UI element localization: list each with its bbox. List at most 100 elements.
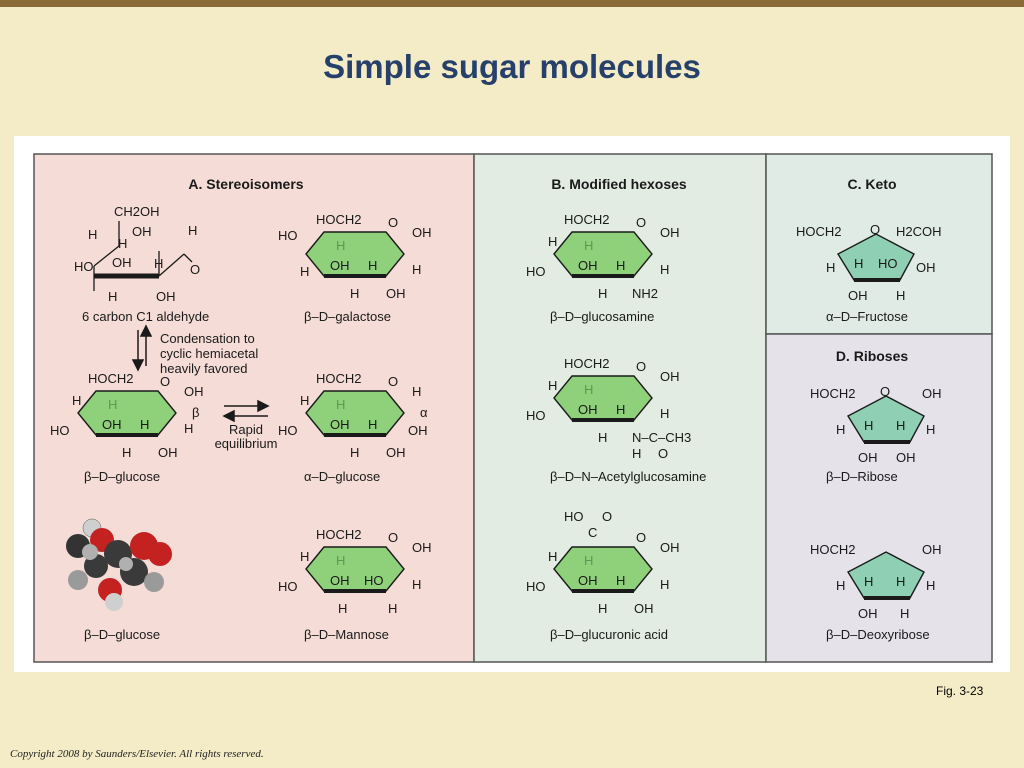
gal-o: O bbox=[388, 215, 398, 230]
linear-ho: HO bbox=[74, 259, 94, 274]
ag-h-inner: H bbox=[336, 397, 345, 412]
linear-aldehyde-structure: CH2OH OH H H H HO OH H O H OH bbox=[74, 204, 200, 304]
ag-hoch2: HOCH2 bbox=[316, 371, 362, 386]
gal-oh-top: OH bbox=[412, 225, 432, 240]
beta-glucose-ring: HOCH2 O OH H H HO OH H H β H OH bbox=[50, 371, 204, 460]
caption-ribose: β–D–Ribose bbox=[826, 469, 898, 484]
bg-h-right: H bbox=[184, 421, 193, 436]
bg-hoch2: HOCH2 bbox=[88, 371, 134, 386]
heading-stereoisomers: A. Stereoisomers bbox=[188, 176, 303, 192]
gua-h-inner: H bbox=[584, 553, 593, 568]
nag-h-right: H bbox=[660, 406, 669, 421]
nag-oh-inner: OH bbox=[578, 402, 598, 417]
caption-fructose: α–D–Fructose bbox=[826, 309, 908, 324]
equilibrium-arrows bbox=[222, 399, 270, 423]
gam-ho: HO bbox=[526, 264, 546, 279]
caption-space-filling: β–D–glucose bbox=[84, 627, 160, 642]
gua-oh-top: OH bbox=[660, 540, 680, 555]
fru-o: O bbox=[870, 222, 880, 237]
caption-linear-aldehyde: 6 carbon C1 aldehyde bbox=[82, 309, 209, 324]
glucuronic-acid-ring: HO C O O OH H H HO OH H H H OH bbox=[526, 509, 680, 616]
caption-acetylglucosamine: β–D–N–Acetylglucosamine bbox=[550, 469, 706, 484]
dri-oh-bottom: OH bbox=[858, 606, 878, 621]
gua-h-left: H bbox=[548, 549, 557, 564]
equilibrium-line-1: Rapid bbox=[229, 422, 263, 437]
fru-h2coh: H2COH bbox=[896, 224, 942, 239]
man-oh-inner: OH bbox=[330, 573, 350, 588]
caption-mannose: β–D–Mannose bbox=[304, 627, 389, 642]
gam-h-left: H bbox=[548, 234, 557, 249]
figure-frame: A. Stereoisomers B. Modified hexoses C. … bbox=[14, 136, 1010, 672]
bg-o: O bbox=[160, 374, 170, 389]
caption-galactose: β–D–galactose bbox=[304, 309, 391, 324]
rib-h-inner: H bbox=[864, 418, 873, 433]
bg-h-left: H bbox=[72, 393, 81, 408]
heading-modified-hexoses: B. Modified hexoses bbox=[551, 176, 687, 192]
gal-h-inner: H bbox=[336, 238, 345, 253]
linear-ch2oh: CH2OH bbox=[114, 204, 160, 219]
rib-h-right: H bbox=[926, 422, 935, 437]
gam-h-inner2: H bbox=[616, 258, 625, 273]
man-o: O bbox=[388, 530, 398, 545]
gam-hoch2: HOCH2 bbox=[564, 212, 610, 227]
glucosamine-ring: HOCH2 O OH H H HO OH H H H NH2 bbox=[526, 212, 680, 301]
ag-h-left: H bbox=[300, 393, 309, 408]
dri-h-bottom: H bbox=[900, 606, 909, 621]
copyright-notice: Copyright 2008 by Saunders/Elsevier. All… bbox=[10, 748, 264, 760]
condensation-line-3: heavily favored bbox=[160, 361, 247, 376]
linear-h3: H bbox=[154, 256, 163, 271]
caption-glucosamine: β–D–glucosamine bbox=[550, 309, 654, 324]
top-accent-bar bbox=[0, 0, 1024, 7]
gal-oh-bottom: OH bbox=[386, 286, 406, 301]
gal-h-bottom: H bbox=[350, 286, 359, 301]
ag-oh-bottom: OH bbox=[386, 445, 406, 460]
ribose-ring: HOCH2 O OH H H H H OH OH bbox=[810, 384, 942, 465]
bg-h-inner2: H bbox=[140, 417, 149, 432]
dri-h-inner2: H bbox=[896, 574, 905, 589]
gua-h-right: H bbox=[660, 577, 669, 592]
man-ho-left: HO bbox=[278, 579, 298, 594]
caption-beta-glucose: β–D–glucose bbox=[84, 469, 160, 484]
gam-oh-top: OH bbox=[660, 225, 680, 240]
galactose-ring: HOCH2 O OH HO H H OH H H H OH bbox=[278, 212, 432, 301]
dri-h-inner: H bbox=[864, 574, 873, 589]
man-hoch2: HOCH2 bbox=[316, 527, 362, 542]
linear-o: O bbox=[190, 262, 200, 277]
gam-o: O bbox=[636, 215, 646, 230]
gal-h-left: H bbox=[300, 264, 309, 279]
fru-h-inner: H bbox=[854, 256, 863, 271]
gam-h-bottom: H bbox=[598, 286, 607, 301]
gua-oh-bottom: OH bbox=[634, 601, 654, 616]
fructose-ring: HOCH2 O H2COH H H HO OH OH H bbox=[796, 222, 942, 303]
space-filling-glucose-model bbox=[66, 518, 172, 611]
gam-h-right: H bbox=[660, 262, 669, 277]
gua-carboxyl-c: C bbox=[588, 525, 597, 540]
acetylglucosamine-ring: HOCH2 O OH H H HO OH H H H N–C–CH3 H O bbox=[526, 356, 691, 461]
dri-oh-top: OH bbox=[922, 542, 942, 557]
man-h-inner: H bbox=[336, 553, 345, 568]
nag-h-inner: H bbox=[584, 382, 593, 397]
gua-h-bottom: H bbox=[598, 601, 607, 616]
heading-keto: C. Keto bbox=[848, 176, 897, 192]
ag-h-inner2: H bbox=[368, 417, 377, 432]
bg-beta: β bbox=[192, 405, 199, 420]
bg-oh-inner: OH bbox=[102, 417, 122, 432]
fru-oh-bottom: OH bbox=[848, 288, 868, 303]
caption-deoxyribose: β–D–Deoxyribose bbox=[826, 627, 930, 642]
rib-oh-bottom2: OH bbox=[896, 450, 916, 465]
rib-oh-top: OH bbox=[922, 386, 942, 401]
gam-oh-inner: OH bbox=[578, 258, 598, 273]
panel-d bbox=[765, 333, 993, 663]
nag-acetyl: N–C–CH3 bbox=[632, 430, 691, 445]
bg-ho: HO bbox=[50, 423, 70, 438]
bg-h-bottom: H bbox=[122, 445, 131, 460]
man-oh-top: OH bbox=[412, 540, 432, 555]
sugar-diagram: A. Stereoisomers B. Modified hexoses C. … bbox=[33, 153, 993, 663]
alpha-glucose-ring: HOCH2 O H H H α HO OH H OH H OH bbox=[278, 371, 428, 460]
gua-carboxyl-o: O bbox=[602, 509, 612, 524]
rib-hoch2: HOCH2 bbox=[810, 386, 856, 401]
slide-title: Simple sugar molecules bbox=[323, 48, 701, 85]
dri-hoch2: HOCH2 bbox=[810, 542, 856, 557]
man-h-bottom2: H bbox=[388, 601, 397, 616]
gua-ho: HO bbox=[526, 579, 546, 594]
